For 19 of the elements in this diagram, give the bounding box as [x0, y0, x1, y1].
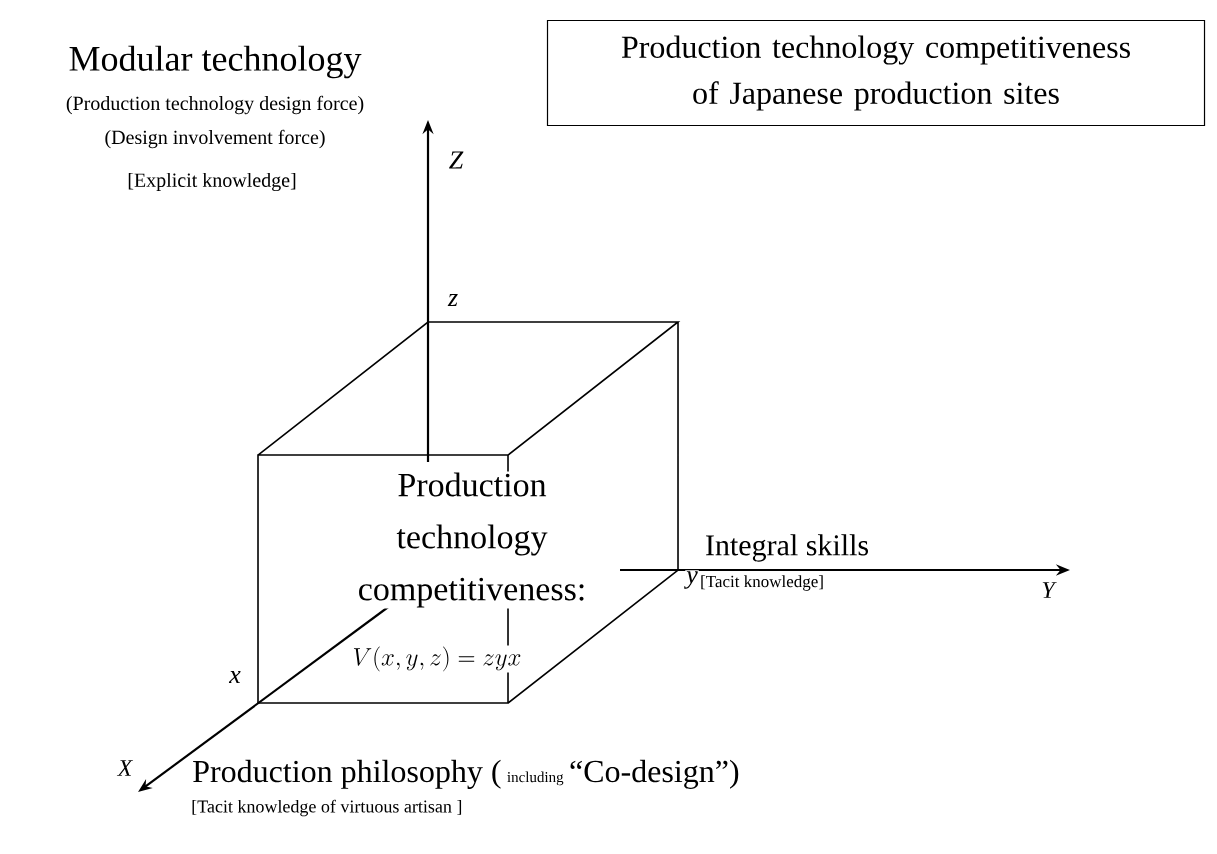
- axis-name: Y: [1040, 581, 1057, 599]
- axis-title: “Co-design”): [570, 759, 739, 789]
- point-label: x: [228, 670, 242, 684]
- title-box: Production technology competitiveness of Japanese production sites: [546, 19, 1206, 127]
- axis-title: Production philosophy (: [192, 759, 502, 789]
- axis-note: [Tacit knowledge]: [699, 574, 825, 592]
- axis-title-note: including: [507, 771, 564, 786]
- axis-subtitle: (Design involvement force): [103, 128, 327, 150]
- axis-name: Z: [447, 150, 465, 170]
- axis-subtitle: (Production technology design force): [64, 94, 366, 116]
- axis-note: [Tacit knowledge of virtuous artisan ]: [190, 798, 464, 818]
- axis-name: X: [116, 759, 134, 777]
- point-label: z: [446, 293, 460, 307]
- axis-title: Integral skills: [703, 533, 871, 563]
- axis-note: [Explicit knowledge]: [126, 171, 298, 193]
- center-text: Production technology competitiveness:: [336, 471, 608, 609]
- axis-title: Modular technology: [67, 44, 363, 80]
- point-label: y: [684, 570, 699, 590]
- formula: $V(x,y,z)=zyx$: [351, 645, 523, 673]
